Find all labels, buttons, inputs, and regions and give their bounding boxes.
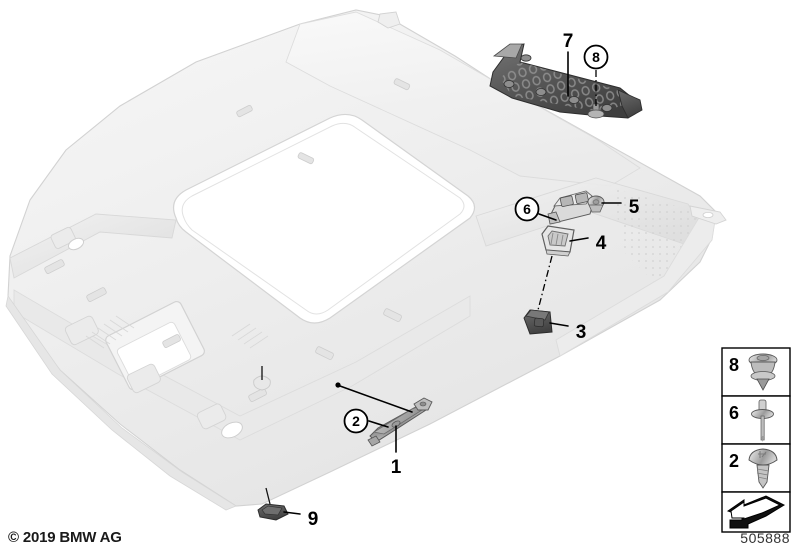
view-direction-arrow-highlight bbox=[730, 497, 782, 520]
expanding-rivet-icon bbox=[751, 399, 774, 442]
copyright-notice: © 2019 BMW AG bbox=[8, 529, 122, 546]
front-lip bbox=[5, 295, 237, 511]
leader-1-dot bbox=[335, 382, 341, 388]
part-small-rivet bbox=[587, 195, 605, 213]
part1-mid-hole bbox=[391, 420, 401, 428]
diagram-id: 505888 bbox=[740, 530, 790, 546]
part4-ribs bbox=[550, 232, 564, 247]
part7-tab bbox=[492, 43, 523, 59]
leader-3 bbox=[549, 322, 569, 327]
callout-3-label: 3 bbox=[576, 322, 587, 343]
callout-2-label: 2 bbox=[352, 413, 360, 429]
part7-seated-rivet bbox=[587, 103, 605, 119]
part6-window-a bbox=[559, 195, 574, 207]
rear-crossbeam bbox=[13, 289, 471, 441]
part5-center bbox=[592, 199, 600, 205]
callout-9-label: 9 bbox=[308, 509, 319, 530]
callout-5-label: 5 bbox=[629, 197, 640, 218]
part-small-dark-clip bbox=[257, 487, 289, 521]
clip-slots bbox=[44, 78, 411, 402]
left-side-rail bbox=[9, 213, 177, 279]
callout-circle-6[interactable]: 6 bbox=[514, 196, 540, 222]
part1-end-hole bbox=[419, 401, 427, 407]
callout-1-label: 1 bbox=[391, 457, 402, 478]
part-sensor-bracket-assembly bbox=[547, 190, 595, 225]
leader-lines bbox=[283, 51, 622, 515]
part6-window-b bbox=[574, 192, 589, 204]
legend-row-2[interactable]: 2 bbox=[721, 443, 791, 493]
callout-4-label: 4 bbox=[596, 233, 607, 254]
part4-lip bbox=[545, 249, 571, 257]
legend-row-6-number: 6 bbox=[729, 403, 739, 423]
leader-1-to-body bbox=[339, 385, 413, 413]
legend-panel: 8 6 bbox=[721, 347, 791, 533]
part-light-mounting-bracket bbox=[541, 225, 575, 257]
callout-8-label: 8 bbox=[592, 49, 600, 65]
part6-foot bbox=[547, 211, 561, 225]
legend-row-6[interactable]: 6 bbox=[721, 395, 791, 445]
callout-circle-2[interactable]: 2 bbox=[343, 408, 369, 434]
pan-head-screw-icon bbox=[748, 448, 778, 489]
callout-circle-8[interactable]: 8 bbox=[583, 44, 609, 70]
push-in-rivet-icon bbox=[748, 353, 778, 391]
axis-4-to-3 bbox=[537, 255, 553, 311]
headliner-body bbox=[5, 9, 727, 511]
legend-row-2-number: 2 bbox=[729, 451, 739, 471]
leader-4 bbox=[569, 237, 589, 242]
legend-row-8[interactable]: 8 bbox=[721, 347, 791, 397]
legend-row-8-number: 8 bbox=[729, 355, 739, 375]
part9-face bbox=[261, 505, 283, 516]
leader-9 bbox=[283, 511, 301, 515]
part7-right-hook bbox=[617, 89, 643, 119]
upper-rail-tab-hole bbox=[702, 211, 714, 218]
sunroof-inner-lip bbox=[181, 122, 465, 315]
part5-shank bbox=[588, 204, 604, 213]
part3-slot bbox=[533, 317, 545, 328]
part1-left-tab bbox=[367, 435, 381, 447]
callout-7-label: 7 bbox=[563, 31, 574, 52]
callout-6-label: 6 bbox=[523, 201, 531, 217]
assembly-axes bbox=[537, 70, 597, 311]
part7-mount-bosses bbox=[503, 54, 613, 112]
rib-texture bbox=[85, 315, 269, 349]
top-tab bbox=[377, 11, 401, 29]
legend-row-arrow bbox=[721, 491, 791, 533]
part-dark-retaining-clip bbox=[523, 309, 553, 335]
leader-6 bbox=[538, 213, 557, 221]
vent-holes bbox=[67, 237, 243, 439]
part9-body-leader bbox=[265, 487, 271, 505]
sunroof-aperture bbox=[173, 113, 476, 324]
leader-2 bbox=[368, 420, 389, 428]
